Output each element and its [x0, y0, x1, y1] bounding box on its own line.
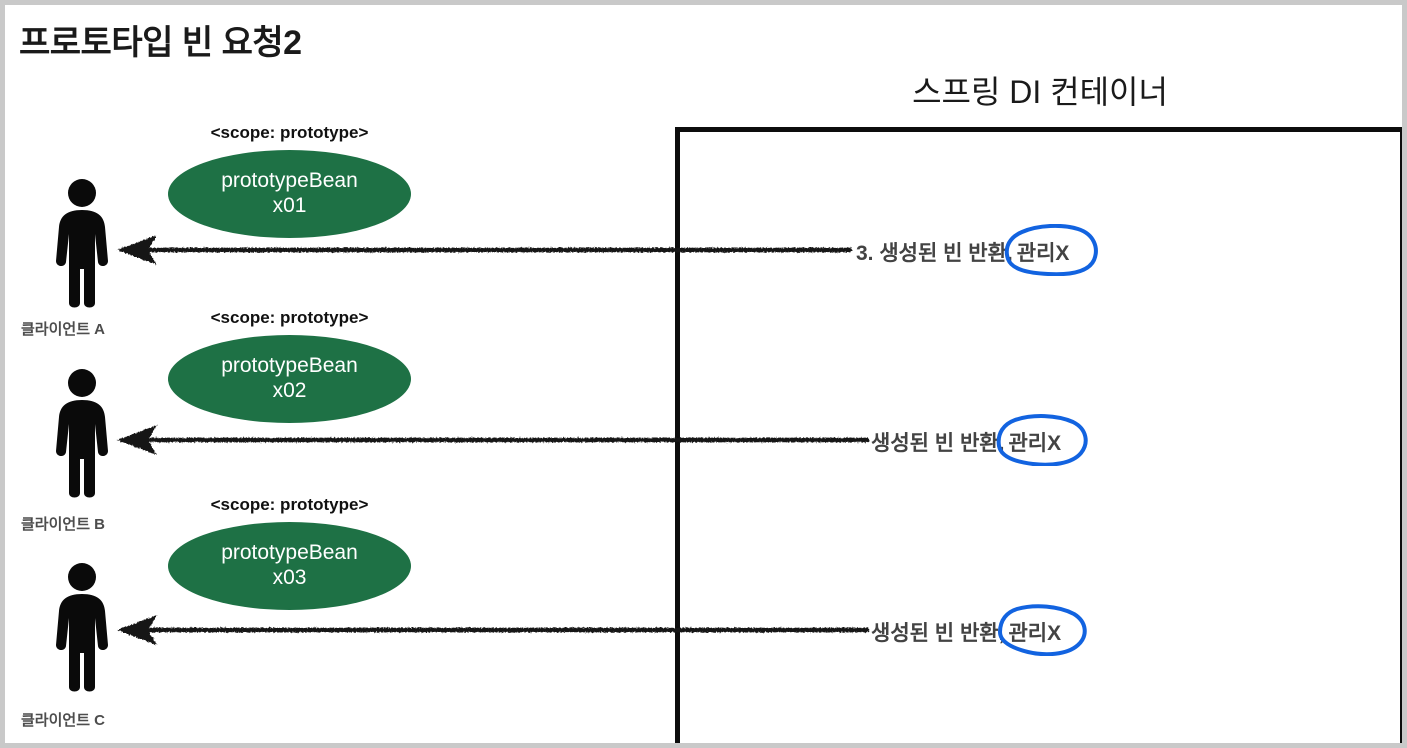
arrow-label-2-text: 생성된 빈 반환, [871, 432, 1005, 455]
bean-2-instance: x02 [272, 379, 307, 402]
arrow-label-2: 생성된 빈 반환,관리X [871, 414, 1089, 466]
arrow-label-3-annotated-wrap: 관리X [998, 604, 1088, 656]
page-title: 프로토타입 빈 요청2 [19, 24, 302, 62]
bean-2-scope-label: <scope: prototype> [210, 308, 369, 327]
arrow-label-1-annotated-wrap: 관리X [1004, 224, 1098, 276]
arrow-label-3: 생성된 빈 반환,관리X [871, 604, 1088, 656]
bean-1-name: prototypeBean [221, 169, 358, 193]
bean-1-ellipse: prototypeBean x01 [168, 150, 411, 238]
di-container-heading: 스프링 DI 컨테이너 [912, 74, 1168, 110]
client-b-person-icon [50, 367, 114, 499]
prototype-bean-3: <scope: prototype> prototypeBean x03 [148, 495, 431, 610]
prototype-bean-2: <scope: prototype> prototypeBean x02 [148, 308, 431, 423]
bean-2-name: prototypeBean [221, 354, 358, 378]
bean-2-ellipse: prototypeBean x02 [168, 335, 411, 423]
client-b-label: 클라이언트 B [21, 516, 106, 533]
client-c-label: 클라이언트 C [21, 712, 106, 729]
client-a-label: 클라이언트 A [21, 321, 106, 338]
di-container-box [675, 127, 1402, 743]
bean-3-instance: x03 [272, 566, 307, 589]
arrow-label-3-text: 생성된 빈 반환, [871, 622, 1005, 645]
arrow-label-1-text: 3. 생성된 빈 반환, [856, 242, 1013, 265]
client-a-person-icon [50, 177, 114, 309]
prototype-bean-1: <scope: prototype> prototypeBean x01 [148, 123, 431, 238]
arrow-label-2-annotated-text: 관리X [1008, 432, 1062, 455]
bean-1-instance: x01 [272, 194, 307, 217]
arrow-label-1: 3. 생성된 빈 반환,관리X [856, 224, 1098, 276]
client-c-person-icon [50, 561, 114, 693]
bean-1-scope-label: <scope: prototype> [210, 123, 369, 142]
bean-3-scope-label: <scope: prototype> [210, 495, 369, 514]
bean-3-ellipse: prototypeBean x03 [168, 522, 411, 610]
arrow-label-3-annotated-text: 관리X [1008, 622, 1062, 645]
arrow-label-2-annotated-wrap: 관리X [997, 414, 1089, 466]
arrow-label-1-annotated-text: 관리X [1016, 242, 1070, 265]
bean-3-name: prototypeBean [221, 541, 358, 565]
